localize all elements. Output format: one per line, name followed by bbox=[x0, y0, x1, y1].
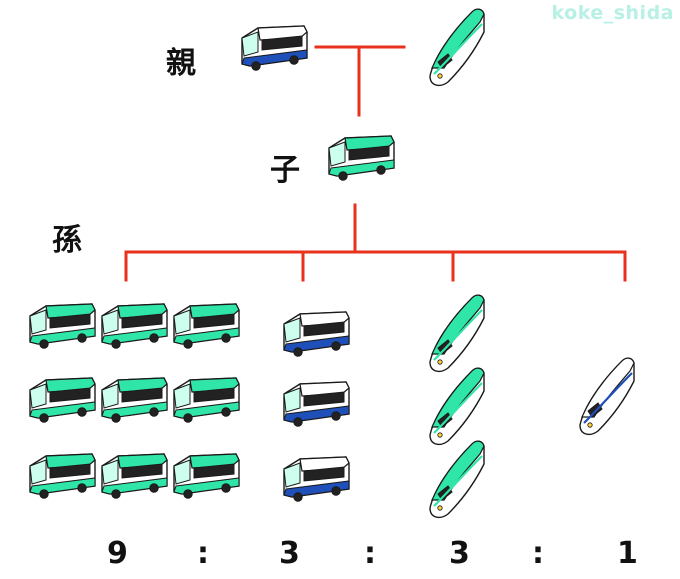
watermark: koke_shida bbox=[551, 2, 674, 24]
ratio-value-1: 9 bbox=[107, 536, 128, 571]
ratio-value-2: 3 bbox=[279, 536, 300, 571]
grandchild-bus-green-3 bbox=[173, 303, 240, 349]
grandchild-shinkansen-green-1 bbox=[429, 294, 485, 373]
grandchild-bus-green-5 bbox=[101, 377, 168, 423]
ratio-separator-3: : bbox=[532, 536, 544, 571]
grandchild-bus-green-6 bbox=[173, 377, 240, 423]
ratio-value-3: 3 bbox=[449, 536, 470, 571]
grandchild-bus-green-7 bbox=[29, 453, 96, 499]
grandchild-shinkansen-green-3 bbox=[429, 440, 485, 519]
ratio-value-4: 1 bbox=[617, 536, 638, 571]
grandchild-bus-white-blue-1 bbox=[283, 311, 350, 357]
grandchild-bus-green-2 bbox=[101, 303, 168, 349]
ratio-separator-2: : bbox=[364, 536, 376, 571]
label-parents: 親 bbox=[166, 46, 196, 81]
vehicles bbox=[29, 8, 635, 519]
grandchild-bus-white-blue-2 bbox=[283, 381, 350, 427]
child-bus-green bbox=[328, 135, 395, 181]
grandchild-bus-green-9 bbox=[173, 453, 240, 499]
grandchild-shinkansen-white-blue-1 bbox=[579, 357, 635, 436]
grandchild-bus-white-blue-3 bbox=[283, 456, 350, 502]
grandchild-bus-green-4 bbox=[29, 377, 96, 423]
grandchild-bus-green-1 bbox=[29, 303, 96, 349]
parent-shinkansen-green bbox=[429, 8, 485, 87]
label-grandchildren: 孫 bbox=[52, 223, 82, 258]
grandchild-bus-green-8 bbox=[101, 453, 168, 499]
ratio-separator-1: : bbox=[197, 536, 209, 571]
parent-bus-white-blue bbox=[241, 25, 308, 71]
label-child: 子 bbox=[270, 153, 300, 188]
grandchild-shinkansen-green-2 bbox=[429, 367, 485, 446]
